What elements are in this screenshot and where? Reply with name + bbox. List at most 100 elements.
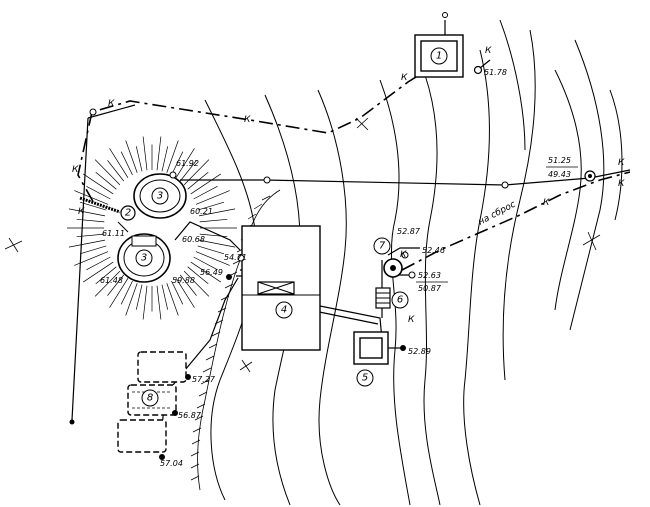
elevation-label: 57.27 [192, 375, 216, 384]
sewer-mark: К [401, 73, 408, 83]
embankment-ray [135, 284, 143, 310]
embankment-ray [197, 245, 225, 255]
elevation-label: 59.88 [172, 276, 195, 285]
nodes [69, 12, 596, 460]
embankment-ray [95, 266, 117, 285]
structure-4-number: 4 [281, 305, 287, 316]
tank-upper-number: 3 [157, 191, 163, 202]
embankment-ray [198, 239, 236, 248]
embankment-ray [86, 185, 111, 200]
elevation-label: 51.78 [484, 68, 507, 77]
elevation-marks: 51.78 61.92 60.21 61.11 60.68 61.48 59.8… [100, 68, 578, 468]
sewer-mark: К [244, 115, 251, 125]
sewer-mark: К [543, 198, 550, 208]
embankment-ray [125, 283, 138, 316]
embankment-ray [161, 284, 169, 310]
embankment-ray [109, 278, 129, 308]
structure-7-number: 7 [379, 241, 386, 252]
embankment-ray [193, 256, 218, 271]
tank-lower: 3 [117, 233, 171, 283]
elevation-label: 56.49 [200, 268, 223, 277]
sewer-mark: К [78, 207, 85, 217]
embankment-ray [76, 233, 105, 238]
elevation-label: 52.46 [422, 246, 445, 255]
elevation-label: 52.87 [397, 227, 421, 236]
embankment-ray [187, 266, 209, 285]
embankment-ray [190, 261, 221, 283]
embankment-ray [79, 201, 107, 211]
embankment-ray [179, 160, 197, 182]
embankment-ray [79, 245, 107, 255]
structure-8: 8 [117, 351, 187, 453]
elevation-label: 50.87 [418, 284, 442, 293]
embankment-ray [142, 285, 148, 320]
tank-upper: 3 [133, 171, 187, 219]
embankment-ray [166, 140, 179, 173]
embankment-ray [198, 208, 236, 217]
sewer-mark: К [400, 250, 407, 260]
embankment-ray [109, 148, 129, 178]
embankment-ray [166, 283, 179, 316]
embankment-ray [187, 171, 209, 190]
elevation-label: 60.68 [182, 235, 205, 244]
structure-2: 2 [79, 196, 136, 233]
embankment-ray [76, 218, 105, 223]
embankment-ray [142, 136, 148, 171]
sewer-mark: К [72, 165, 79, 175]
embankment-ray [193, 185, 218, 200]
embankment-ray [179, 274, 197, 296]
embankment-ray [171, 280, 184, 305]
structure-6: 6 [375, 287, 409, 309]
embankment-ray [190, 173, 221, 195]
embankment-ray [156, 136, 162, 171]
elevation-label: 61.48 [100, 276, 123, 285]
tank-lower-number: 3 [141, 253, 147, 264]
embankment-ray [68, 208, 106, 217]
structure-8-number: 8 [147, 393, 153, 404]
embankment-ray [120, 151, 133, 176]
embankment-ray [195, 251, 230, 266]
elevation-label: 60.21 [190, 207, 213, 216]
embankment-ray [95, 171, 117, 190]
elevation-label: 51.25 [548, 156, 571, 165]
embankment-ray [199, 218, 228, 223]
sewer-marks: К К К К К К К К К К К [72, 46, 625, 325]
structure-1-number: 1 [436, 51, 442, 62]
structure-6-number: 6 [397, 295, 403, 306]
embankment-ray [175, 148, 195, 178]
contour-lines [204, 19, 623, 506]
sewer-mark: К [108, 99, 115, 109]
embankment-ray [197, 201, 225, 211]
embankment-ray [107, 160, 125, 182]
structure-7: 7 [373, 237, 416, 279]
embankment-ray [83, 173, 114, 195]
structure-5: 5 [353, 331, 389, 387]
elevation-label: 52.89 [408, 347, 431, 356]
embankment-ray [183, 159, 210, 186]
embankment-ray [175, 278, 195, 308]
embankment-ray [161, 146, 169, 172]
elevation-label: 57.04 [160, 459, 183, 468]
sewer-mark: К [408, 315, 415, 325]
embankment-ray [183, 270, 210, 297]
embankment-ray [120, 280, 133, 305]
slope-hatching [190, 189, 281, 491]
elevation-label: 54.71 [224, 253, 247, 262]
tank-embankment-rays [67, 136, 237, 320]
embankment-ray [135, 146, 143, 172]
elevation-label: 61.92 [176, 159, 199, 168]
embankment-ray [125, 140, 138, 173]
embankment-ray [94, 159, 121, 186]
structure-2-number: 2 [125, 208, 131, 219]
embankment-ray [86, 256, 111, 271]
embankment-ray [195, 190, 230, 205]
structure-5-number: 5 [362, 373, 368, 384]
sewer-mark: К [618, 179, 625, 189]
embankment-ray [83, 261, 114, 283]
structure-4: 4 [241, 225, 321, 351]
elevation-label: 56.87 [178, 411, 202, 420]
embankment-ray [171, 151, 184, 176]
survey-crosses [4, 117, 601, 373]
elevation-label: 61.11 [102, 229, 125, 238]
